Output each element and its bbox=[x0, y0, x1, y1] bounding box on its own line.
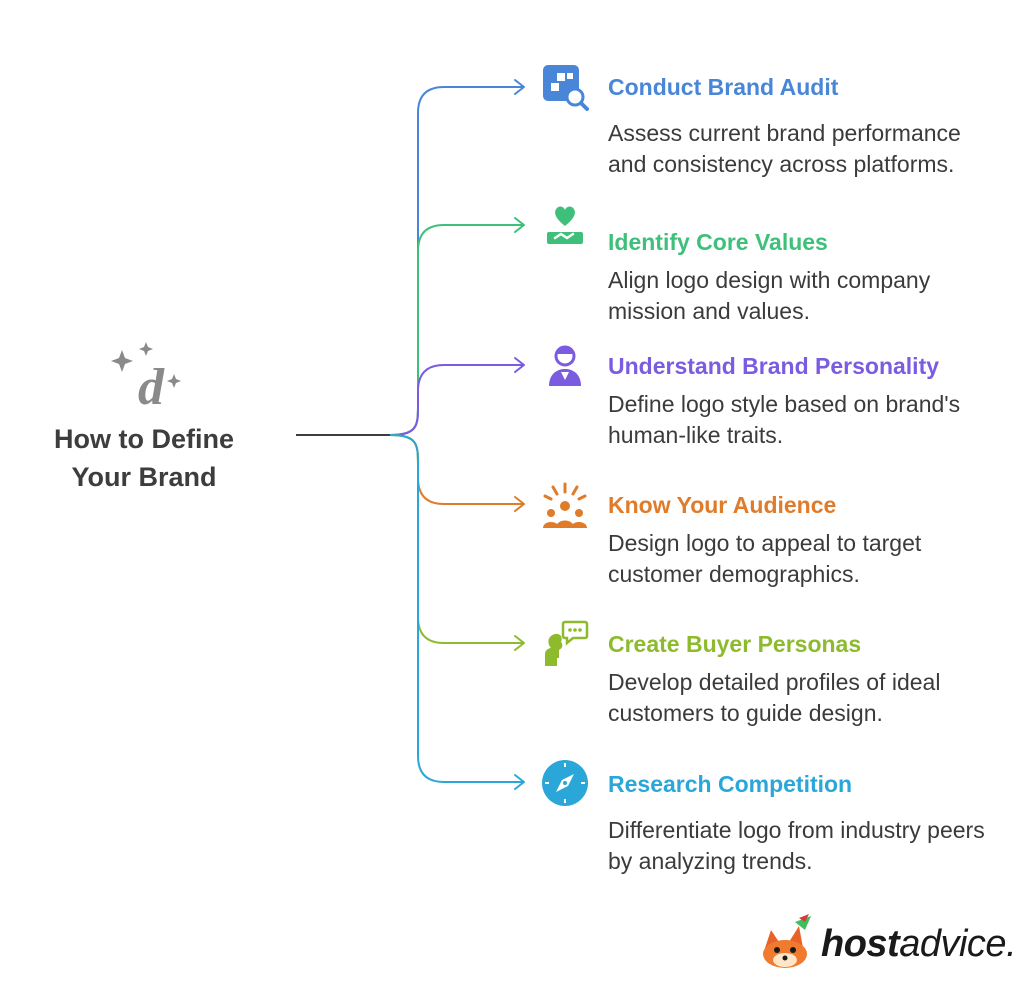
speaking-person-icon bbox=[541, 620, 589, 668]
node-desc-brand-personality: Define logo style based on brand's human… bbox=[608, 391, 961, 448]
node-title-audience: Know Your Audience bbox=[608, 492, 837, 518]
root-title: How to Define Your Brand bbox=[24, 420, 264, 496]
branch-arrowhead-4 bbox=[514, 496, 525, 512]
branch-line-3 bbox=[389, 364, 524, 436]
node-desc-core-values: Align logo design with company mission a… bbox=[608, 267, 931, 324]
brand-name-bold: host bbox=[821, 923, 900, 965]
root-title-line1: How to Define bbox=[54, 424, 234, 454]
audit-magnifier-icon bbox=[541, 63, 589, 111]
branch-arrowhead-1 bbox=[514, 79, 525, 95]
brand-wordmark: hostadvice. bbox=[821, 922, 1017, 966]
sparkle-d-icon: d bbox=[108, 338, 188, 416]
node-desc-buyer-personas: Develop detailed profiles of ideal custo… bbox=[608, 669, 941, 726]
branch-arrowhead-6 bbox=[514, 774, 525, 790]
node-desc-competition: Differentiate logo from industry peers b… bbox=[608, 817, 985, 874]
branch-line-1 bbox=[389, 86, 524, 436]
brand-name-light: advice. bbox=[899, 923, 1017, 965]
heart-handshake-icon bbox=[541, 200, 589, 248]
branch-line-5 bbox=[389, 434, 524, 644]
compass-icon bbox=[541, 759, 589, 807]
fox-logo-icon bbox=[755, 912, 817, 974]
branch-line-2 bbox=[389, 224, 524, 436]
node-title-competition: Research Competition bbox=[608, 771, 853, 797]
node-desc-brand-audit: Assess current brand performance and con… bbox=[608, 120, 961, 177]
node-title-buyer-personas: Create Buyer Personas bbox=[608, 631, 862, 657]
branch-line-6 bbox=[389, 434, 524, 783]
root-title-line2: Your Brand bbox=[71, 462, 217, 492]
node-title-brand-audit: Conduct Brand Audit bbox=[608, 74, 839, 100]
audience-icon bbox=[541, 482, 589, 530]
node-title-core-values: Identify Core Values bbox=[608, 229, 828, 255]
svg-text:d: d bbox=[138, 359, 165, 413]
node-title-brand-personality: Understand Brand Personality bbox=[608, 353, 940, 379]
hostadvice-logo: hostadvice. bbox=[755, 912, 1017, 976]
branch-arrowhead-2 bbox=[514, 217, 525, 233]
node-desc-audience: Design logo to appeal to target customer… bbox=[608, 530, 922, 587]
branch-arrowhead-3 bbox=[514, 357, 525, 373]
person-icon bbox=[541, 342, 589, 390]
branch-arrowhead-5 bbox=[514, 635, 525, 651]
branch-line-4 bbox=[389, 434, 524, 505]
